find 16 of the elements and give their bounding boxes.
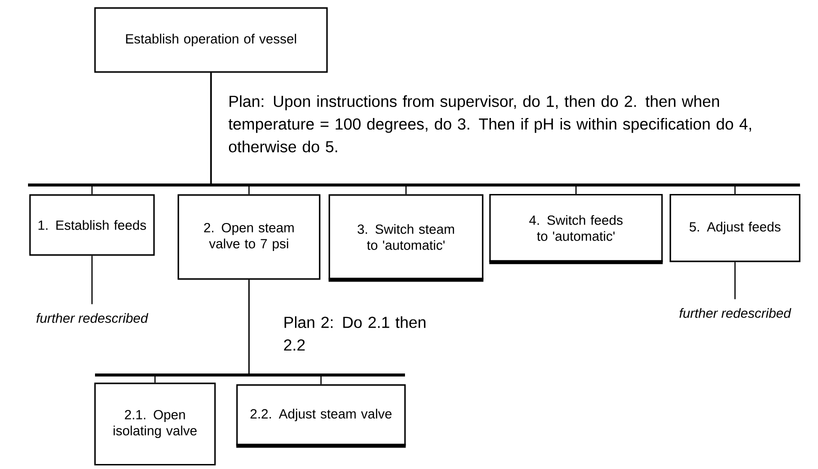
task-box: Establish operation of vessel [94, 7, 328, 73]
task-box: 2. Open steam valve to 7 psi [178, 194, 320, 280]
task-box: 1. Establish feeds [29, 194, 155, 256]
tree-line [210, 72, 736, 194]
note-text: further redescribed [36, 313, 148, 323]
task-box: 4. Switch feeds to 'automatic' [489, 194, 663, 264]
plan-text: Plan: Upon instructions from supervisor, do 1, then do 2. then when temperature = 100 degrees, do 3. Then if pH is within specification do 4, otherwise do 5. [228, 95, 752, 152]
tree-line [91, 256, 93, 304]
task-box: 5. Adjust feeds [670, 194, 800, 262]
task-box: 2.2. Adjust steam valve [236, 384, 406, 448]
task-box: 2.1. Open isolating valve [94, 382, 216, 466]
tree-line [248, 280, 322, 384]
note-text: further redescribed [680, 308, 792, 318]
plan-text: Plan 2: Do 2.1 then 2.2 [284, 316, 426, 351]
task-box: 3. Switch steam to 'automatic' [328, 194, 484, 282]
tree-line [734, 262, 736, 300]
